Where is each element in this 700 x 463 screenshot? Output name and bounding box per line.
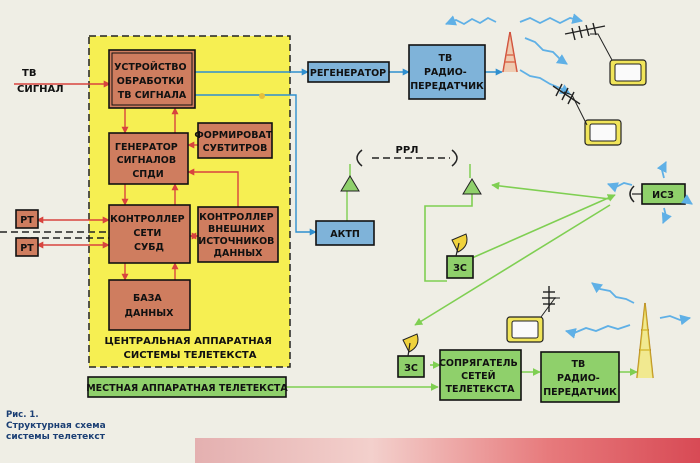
rt1-label: РТ: [20, 215, 34, 226]
tv-receiver-2-icon: [552, 83, 622, 146]
es-right-dish-icon: [451, 233, 468, 257]
arrow-processing-aktp: [191, 94, 317, 236]
generator-box: [108, 132, 189, 185]
figure-caption: Рис. 1. Структурная схема системы телете…: [6, 410, 106, 443]
es-right-label: ЗС: [453, 263, 467, 274]
wave-isz-up: [656, 161, 667, 179]
isz-dish-icon: [629, 185, 635, 203]
wave-isz-left: [606, 182, 633, 193]
tv-receiver-3-icon: [506, 286, 560, 343]
local-room-label: МЕСТНАЯ АППАРАТНАЯ ТЕЛЕТЕКСТА: [86, 383, 288, 394]
controller-box: [108, 204, 191, 264]
es-bottom-box: [397, 355, 425, 378]
rt2-label: РТ: [20, 243, 34, 254]
relay-triangle-left-icon: [340, 175, 360, 192]
tv-mast-top-fill: [503, 32, 517, 72]
es-right-box: [446, 255, 474, 279]
subtitles-box: [197, 122, 273, 159]
wave-isz-down: [661, 207, 672, 224]
wave-bottom-up: [591, 282, 635, 304]
wave-top-down: [524, 37, 568, 65]
link-satellite-es-bottom: [414, 204, 611, 326]
wave-top-tv2: [519, 69, 571, 95]
ext-controller-box: [197, 206, 279, 263]
aktp-label: АКТП: [330, 229, 360, 240]
link-es-satellite: [471, 194, 616, 259]
ext-controller-label: КОНТРОЛЛЕР ВНЕШНИХ ИСТОЧНИКОВ ДАННЫХ: [198, 212, 277, 259]
radio-waves: [444, 13, 693, 339]
interface-box: [439, 349, 522, 401]
processing-label: УСТРОЙСТВО ОБРАБОТКИ ТВ СИГНАЛА: [114, 61, 190, 101]
caption-line-1: Структурная схема: [6, 421, 106, 431]
es-bottom-label: ЗС: [404, 363, 418, 374]
wave-bottom-left: [564, 324, 631, 339]
relay-dish-right-icon: [451, 149, 458, 167]
central-room-label: ЦЕНТРАЛЬНАЯ АППАРАТНАЯ СИСТЕМЫ ТЕЛЕТЕКСТ…: [105, 336, 276, 361]
tv-tx-bottom-box: [540, 351, 620, 403]
relay-dish-left-icon: [356, 149, 363, 167]
caption-line-2: системы телетекст: [6, 432, 105, 442]
figure-number: Рис. 1.: [6, 410, 39, 420]
aktp-box: [315, 220, 375, 246]
processing-box-inner: [111, 52, 193, 106]
wave-bottom-right: [659, 314, 692, 326]
tv-receiver-1-icon: [564, 22, 647, 86]
relay-triangle-right-icon: [462, 178, 482, 195]
tv-signal-input-label: ТВ СИГНАЛ: [17, 68, 64, 95]
tv-tx-top-label: ТВ РАДИО- ПЕРЕДАТЧИК: [410, 53, 484, 92]
generator-label: ГЕНЕРАТОР СИГНАЛОВ СПДИ: [115, 142, 181, 180]
rt1-box: [15, 209, 39, 229]
isz-label: ИСЗ: [652, 190, 674, 201]
link-relay-es: [424, 194, 473, 282]
connectors: [0, 68, 638, 391]
wave-top-left: [444, 15, 497, 26]
interface-label: СОПРЯГАТЕЛЬ СЕТЕЙ ТЕЛЕТЕКСТА: [439, 358, 521, 395]
wave-top-right: [519, 13, 584, 25]
tv-mast-bottom-fill: [637, 303, 653, 378]
es-bottom-dish-icon: [402, 333, 419, 357]
rrl-label: РРЛ: [396, 145, 419, 156]
tv-tx-top-box: [408, 44, 486, 100]
rt2-box: [15, 237, 39, 257]
regenerator-box: [307, 61, 390, 83]
link-satellite-relay: [491, 181, 611, 200]
box-labels: УСТРОЙСТВО ОБРАБОТКИ ТВ СИГНАЛА ГЕНЕРАТО…: [20, 53, 674, 398]
regenerator-label: РЕГЕНЕРАТОР: [310, 68, 386, 79]
database-label: БАЗА ДАННЫХ: [125, 293, 175, 319]
junction-dot: [259, 93, 265, 99]
database-box: [108, 279, 191, 331]
local-room-box: [87, 376, 287, 398]
controller-label: КОНТРОЛЛЕР СЕТИ СУБД: [110, 214, 188, 253]
arrow-extcontroller-generator: [187, 168, 239, 207]
wave-isz-right: [680, 194, 693, 205]
tv-tx-bottom-label: ТВ РАДИО- ПЕРЕДАТЧИК: [543, 359, 617, 398]
decorative-gradient-strip: [195, 438, 700, 463]
subtitles-label: ФОРМИРОВАТ СУБТИТРОВ: [194, 130, 275, 154]
diagram-boxes: [15, 44, 686, 403]
tv-mast-top-icon: [502, 31, 518, 73]
